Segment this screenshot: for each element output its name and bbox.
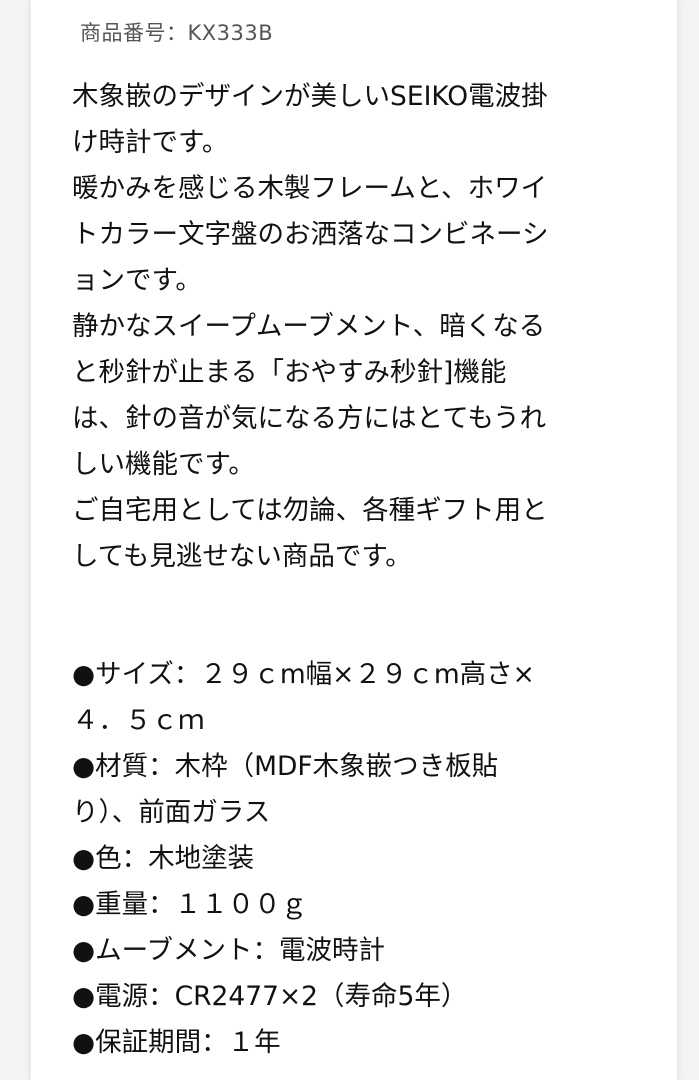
product-code: 商品番号：KX333B <box>80 21 274 45</box>
description-line: は、針の音が気になる方にはとてもうれ <box>72 403 547 434</box>
product-specs: ●サイズ：２９ｃm幅×２９ｃm高さ× ４．５ｃｍ ●材質：木枠（MDF木象嵌つき… <box>72 652 672 1066</box>
spec-material: ●材質：木枠（MDF木象嵌つき板貼 <box>72 751 499 782</box>
description-line: 静かなスイープムーブメント、暗くなる <box>72 311 546 342</box>
product-description-card: 商品番号：KX333B 木象嵌のデザインが美しいSEIKO電波掛 け時計です。 … <box>30 0 678 1080</box>
description-line: トカラー文字盤のお洒落なコンビネーシ <box>72 219 549 250</box>
spec-power: ●電源：CR2477×2（寿命5年） <box>72 981 468 1012</box>
spec-warranty: ●保証期間：１年 <box>72 1027 281 1058</box>
description-line: け時計です。 <box>72 127 229 158</box>
spec-weight: ●重量：１１００ｇ <box>72 889 308 920</box>
spec-size-cont: ４．５ｃｍ <box>72 705 205 736</box>
spec-material-cont: り）、前面ガラス <box>72 797 271 828</box>
spec-color: ●色：木地塗装 <box>72 843 255 874</box>
description-line: しい機能です。 <box>72 449 255 480</box>
description-line: 木象嵌のデザインが美しいSEIKO電波掛 <box>72 81 548 112</box>
spec-size: ●サイズ：２９ｃm幅×２９ｃm高さ× <box>72 659 535 690</box>
spec-movement: ●ムーブメント：電波時計 <box>72 935 386 966</box>
description-line: ョンです。 <box>72 265 202 296</box>
description-line: と秒針が止まる「おやすみ秒針]機能 <box>72 357 507 388</box>
description-line: しても見逃せない商品です。 <box>72 541 412 572</box>
description-line: ご自宅用としては勿論、各種ギフト用と <box>72 495 548 526</box>
product-description: 木象嵌のデザインが美しいSEIKO電波掛 け時計です。 暖かみを感じる木製フレー… <box>72 74 652 580</box>
description-line: 暖かみを感じる木製フレームと、ホワイ <box>72 173 548 204</box>
